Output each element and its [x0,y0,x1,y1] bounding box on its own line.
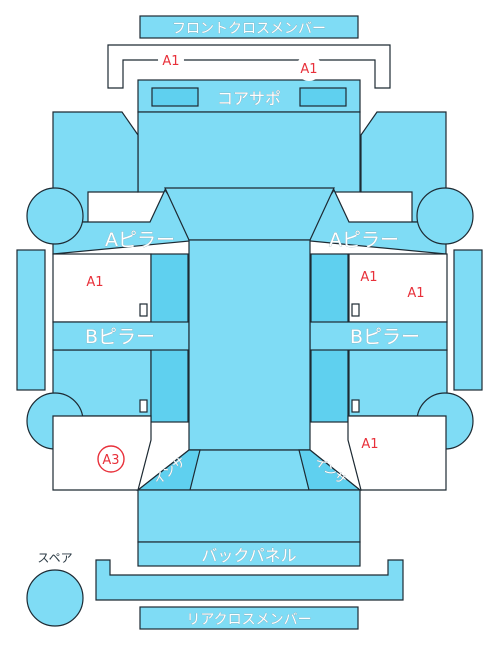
b-pillar-left-label: Bピラー [85,326,155,348]
rear-cross-member-label: リアクロスメンバー [186,612,311,628]
wheel-front-left[interactable] [26,187,84,245]
right-rear-quarter[interactable] [347,415,447,491]
damage-circle-left-rear-quarter [97,445,125,473]
spare-tire[interactable] [26,569,84,627]
left-front-door-handle [139,303,148,317]
rear-bumper[interactable] [95,559,404,601]
b-pillar-right-label: Bピラー [350,326,420,348]
back-panel[interactable] [137,541,361,567]
damage-mark-left-front-door[interactable]: A1 [86,275,103,290]
rear-floor-panel[interactable] [137,489,361,543]
right-rear-door-handle [351,399,360,413]
headlight-left [151,87,199,107]
damage-mark-right-rear-quarter[interactable]: A1 [361,437,378,452]
spare-label: スペア [37,551,72,565]
right-front-door-handle [351,303,360,317]
wheel-front-right[interactable] [416,187,474,245]
a-pillar-left-label: Aピラー [105,229,175,251]
b-pillar-right[interactable] [309,321,448,351]
side-skirt-right[interactable] [453,249,483,391]
left-rear-quarter[interactable] [52,415,152,491]
left-rear-door-handle [139,399,148,413]
headlight-right [299,87,347,107]
windshield-frame[interactable] [164,187,335,241]
damage-bg-front-2 [296,55,322,81]
back-panel-label: バックパネル [201,546,296,565]
b-pillar-left[interactable] [52,321,190,351]
hood-panel[interactable] [137,111,361,193]
a-pillar-right-label: Aピラー [329,229,399,251]
damage-mark-left-rear-quarter[interactable]: A3 [102,453,119,468]
right-front-fender[interactable] [360,111,447,223]
front-cross-member[interactable] [139,15,359,39]
damage-mark-front-2[interactable]: A1 [300,62,317,77]
side-skirt-left[interactable] [16,249,46,391]
damage-mark-right-front-door-1[interactable]: A1 [360,270,377,285]
core-support-label: コアサポ [217,89,281,108]
damage-bg-front-1 [158,47,184,73]
front-cross-member-label: フロントクロスメンバー [172,21,326,37]
damage-mark-front-1[interactable]: A1 [162,54,179,69]
damage-mark-right-front-door-2[interactable]: A1 [407,286,424,301]
rear-cross-member[interactable] [139,606,359,630]
right-front-door[interactable] [348,253,448,323]
roof-panel[interactable] [188,239,311,451]
